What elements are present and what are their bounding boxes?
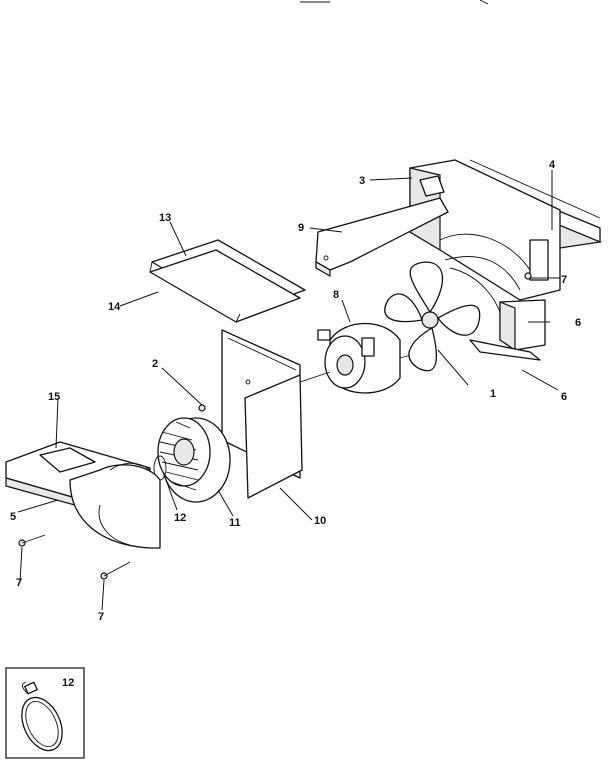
callout-10: 10 bbox=[314, 515, 326, 527]
callout-7-right: 7 bbox=[561, 274, 567, 286]
part-13-14-filter bbox=[149, 239, 306, 323]
part-1-fan-blade bbox=[384, 261, 506, 372]
header-fragment bbox=[300, 0, 489, 5]
part-11-blower-wheel bbox=[157, 417, 231, 503]
callout-2: 2 bbox=[152, 358, 158, 370]
callout-14: 14 bbox=[108, 301, 121, 313]
screws bbox=[18, 272, 532, 580]
part-8-motor bbox=[299, 322, 431, 394]
inset-detail-clamp: 12 bbox=[5, 667, 85, 759]
part-3-shroud bbox=[409, 159, 561, 301]
callout-6-upper: 6 bbox=[575, 317, 581, 329]
part-9-bracket bbox=[315, 197, 449, 278]
callout-13: 13 bbox=[159, 212, 171, 224]
callout-15: 15 bbox=[48, 391, 60, 403]
callout-labels: 1 2 3 4 5 6 6 7 7 7 8 9 10 11 12 13 14 1… bbox=[10, 159, 581, 623]
callout-5: 5 bbox=[10, 511, 16, 523]
callout-1: 1 bbox=[490, 388, 496, 400]
leader-lines bbox=[17, 170, 560, 611]
callout-9: 9 bbox=[298, 222, 304, 234]
inset-label-12: 12 bbox=[62, 677, 74, 689]
part-15-blower-housing bbox=[5, 441, 161, 549]
callout-11: 11 bbox=[229, 517, 241, 529]
callout-12: 12 bbox=[174, 512, 186, 524]
callout-7-bottom: 7 bbox=[98, 611, 104, 623]
callout-4: 4 bbox=[549, 159, 556, 171]
part-6-brackets bbox=[469, 299, 546, 361]
callout-7-left: 7 bbox=[16, 577, 22, 589]
part-10-motor-panel bbox=[221, 329, 303, 499]
callout-6-lower: 6 bbox=[561, 391, 567, 403]
callout-3: 3 bbox=[359, 175, 365, 187]
callout-8: 8 bbox=[333, 289, 339, 301]
